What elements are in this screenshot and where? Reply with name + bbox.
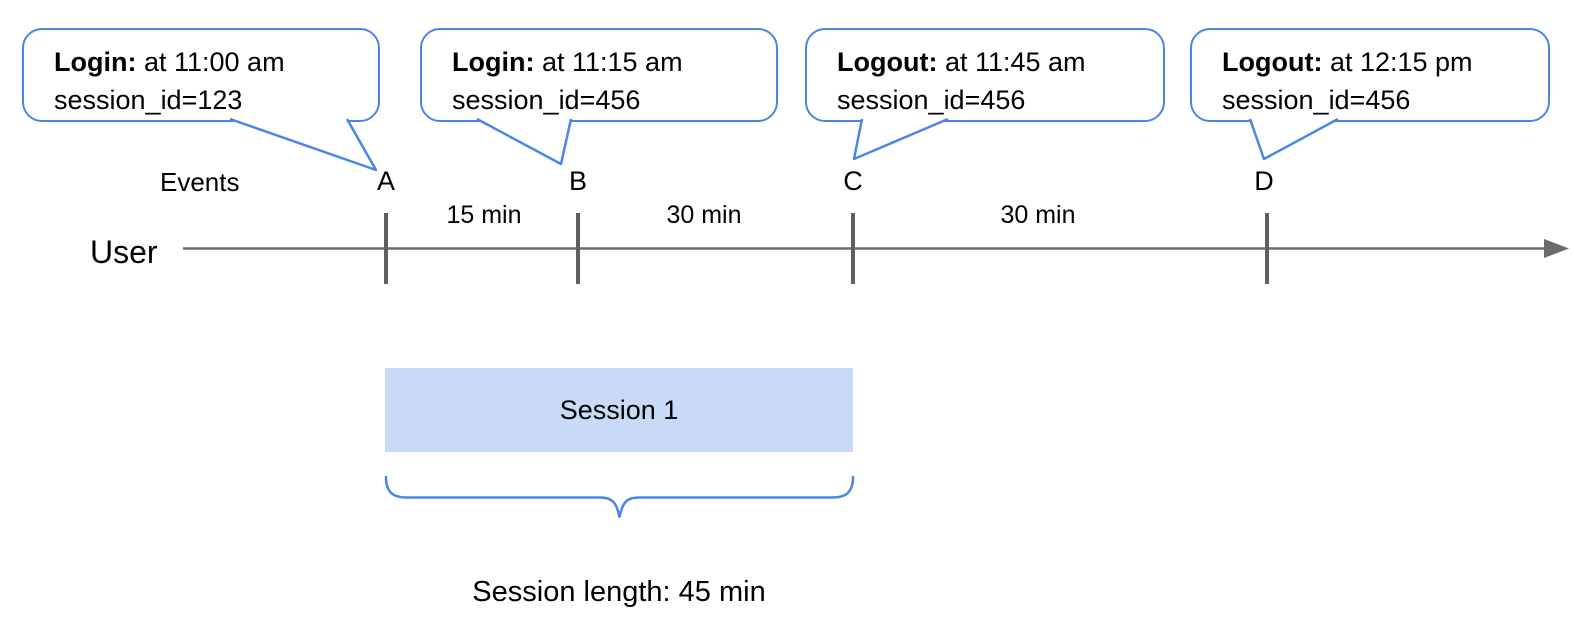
callout-login-a: Login: at 11:00 am session_id=123	[22, 28, 380, 122]
callout-tail-d	[1248, 117, 1339, 161]
user-actor-label: User	[90, 234, 158, 270]
interval-label-cd: 30 min	[1000, 201, 1076, 229]
callout-event-type: Login:	[54, 47, 137, 77]
session-1-label: Session 1	[559, 394, 679, 425]
callout-event-type: Logout:	[837, 47, 938, 77]
callout-tail-b	[476, 117, 573, 166]
timeline-arrowhead-icon	[1544, 239, 1569, 258]
callout-tail-a	[229, 117, 378, 172]
session-length-label: Session length: 45 min	[472, 576, 766, 608]
callout-line1: Logout: at 11:45 am	[837, 43, 1143, 81]
callout-line1: Logout: at 12:15 pm	[1222, 43, 1528, 81]
event-marker-d: D	[1254, 166, 1274, 196]
callout-line2: session_id=456	[452, 85, 641, 115]
callout-line2: session_id=456	[837, 85, 1026, 115]
event-marker-b: B	[568, 166, 587, 196]
callout-event-time: at 11:15 am	[534, 47, 683, 77]
session-length-brace-icon	[384, 475, 855, 518]
event-marker-a: A	[376, 166, 395, 196]
interval-label-bc: 30 min	[666, 201, 742, 229]
callout-line2: session_id=456	[1222, 85, 1411, 115]
callout-event-time: at 11:00 am	[136, 47, 285, 77]
callout-login-b: Login: at 11:15 am session_id=456	[420, 28, 778, 122]
callout-event-time: at 11:45 am	[937, 47, 1086, 77]
callout-logout-c: Logout: at 11:45 am session_id=456	[805, 28, 1165, 122]
events-axis-label: Events	[160, 167, 240, 197]
session-1-box: Session 1	[385, 368, 853, 452]
callout-logout-d: Logout: at 12:15 pm session_id=456	[1190, 28, 1550, 122]
callout-line2: session_id=123	[54, 85, 243, 115]
callout-event-type: Login:	[452, 47, 535, 77]
callout-line1: Login: at 11:00 am	[54, 43, 358, 81]
callout-tail-c	[852, 117, 949, 161]
callout-event-time: at 12:15 pm	[1322, 47, 1473, 77]
event-marker-c: C	[843, 166, 863, 196]
callout-line1: Login: at 11:15 am	[452, 43, 756, 81]
interval-label-ab: 15 min	[446, 201, 522, 229]
callout-event-type: Logout:	[1222, 47, 1323, 77]
